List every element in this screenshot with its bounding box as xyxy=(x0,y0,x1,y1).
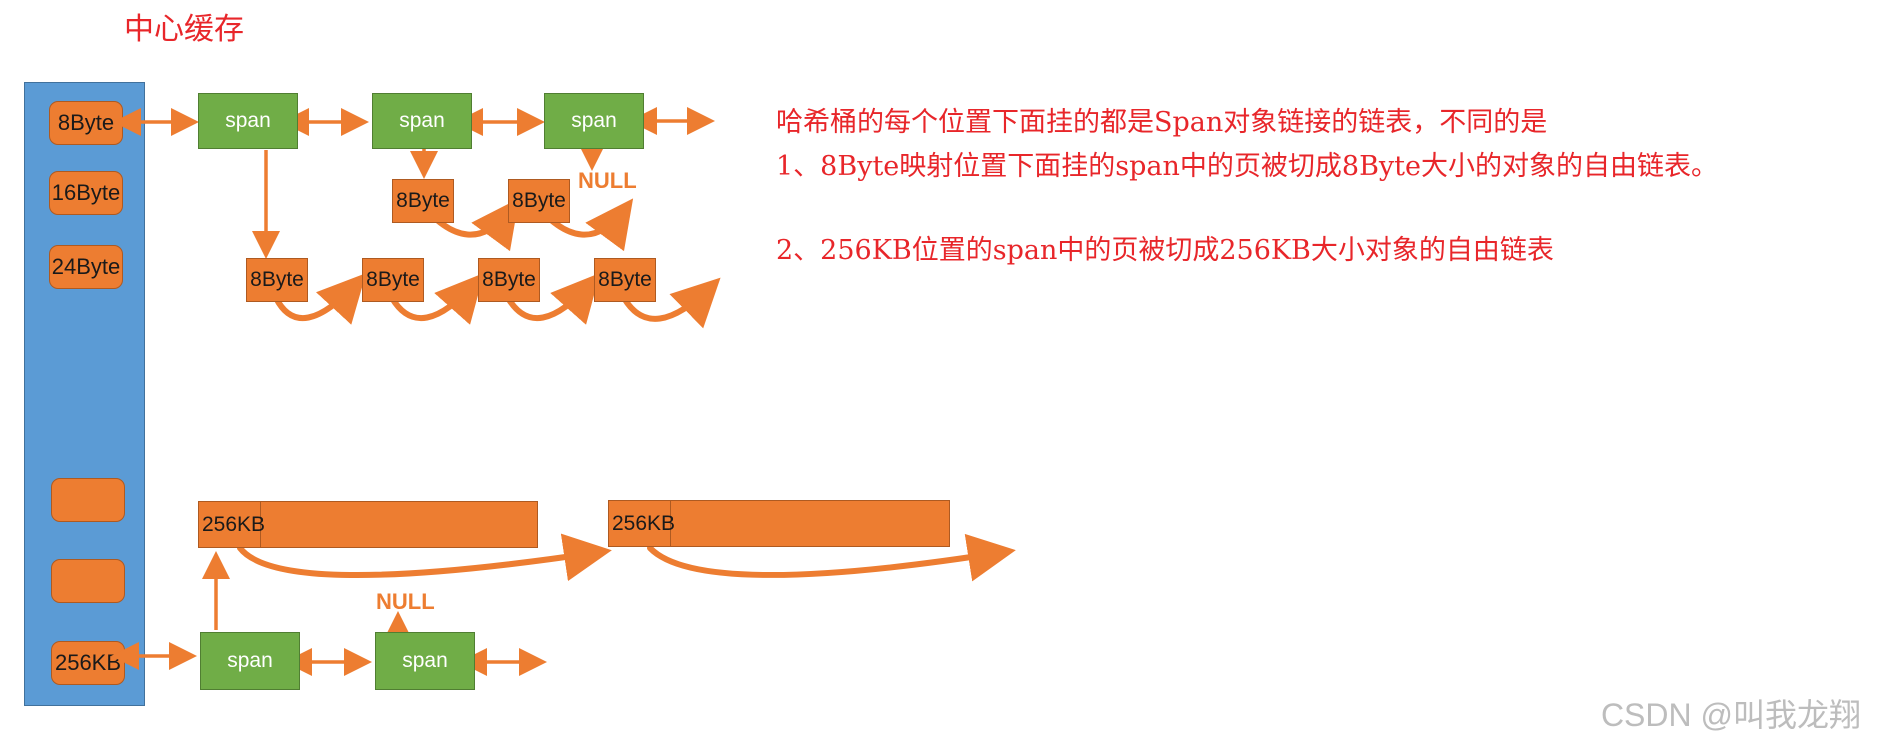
obj-8byte-r2-2: 8Byte xyxy=(362,258,424,302)
curve-8b-c xyxy=(273,273,367,325)
curve-8b-d xyxy=(389,273,484,325)
span-8byte-3: span xyxy=(544,93,644,149)
bucket-24byte: 24Byte xyxy=(49,245,123,289)
curve-256kb-b xyxy=(647,533,1016,582)
obj-256kb-1: 256KB xyxy=(198,501,538,548)
span-256kb-2: span xyxy=(375,632,475,690)
obj-8byte-r1-1: 8Byte xyxy=(392,179,454,223)
bucket-empty-2 xyxy=(51,559,125,603)
curve-256kb-a xyxy=(237,533,612,582)
hash-bucket-column: 8Byte 16Byte 24Byte 256KB xyxy=(24,82,145,706)
obj-256kb-2: 256KB xyxy=(608,500,950,547)
obj-256kb-2-label: 256KB xyxy=(609,501,675,546)
obj-256kb-1-label: 256KB xyxy=(199,502,265,547)
curve-8b-e xyxy=(505,273,600,325)
obj-8byte-r2-3: 8Byte xyxy=(478,258,540,302)
description-line-2: 1、8Byte映射位置下面挂的span中的页被切成8Byte大小的对象的自由链表… xyxy=(776,151,1719,182)
diagram-title: 中心缓存 xyxy=(124,12,244,47)
bucket-empty-1 xyxy=(51,478,125,522)
description-line-3: 2、256KB位置的span中的页被切成256KB大小对象的自由链表 xyxy=(776,235,1554,266)
bucket-16byte: 16Byte xyxy=(49,171,123,215)
bucket-8byte: 8Byte xyxy=(49,101,123,145)
curve-8b-f xyxy=(621,277,721,329)
obj-8byte-r2-1: 8Byte xyxy=(246,258,308,302)
null-label-top: NULL xyxy=(578,168,637,193)
description-line-1: 哈希桶的每个位置下面挂的都是Span对象链接的链表，不同的是 xyxy=(776,107,1548,138)
obj-8byte-r2-4: 8Byte xyxy=(594,258,656,302)
span-8byte-1: span xyxy=(198,93,298,149)
obj-8byte-r1-2: 8Byte xyxy=(508,179,570,223)
span-8byte-2: span xyxy=(372,93,472,149)
watermark: CSDN @叫我龙翔 xyxy=(1600,697,1861,733)
span-256kb-1: span xyxy=(200,632,300,690)
null-label-bottom: NULL xyxy=(376,589,435,614)
